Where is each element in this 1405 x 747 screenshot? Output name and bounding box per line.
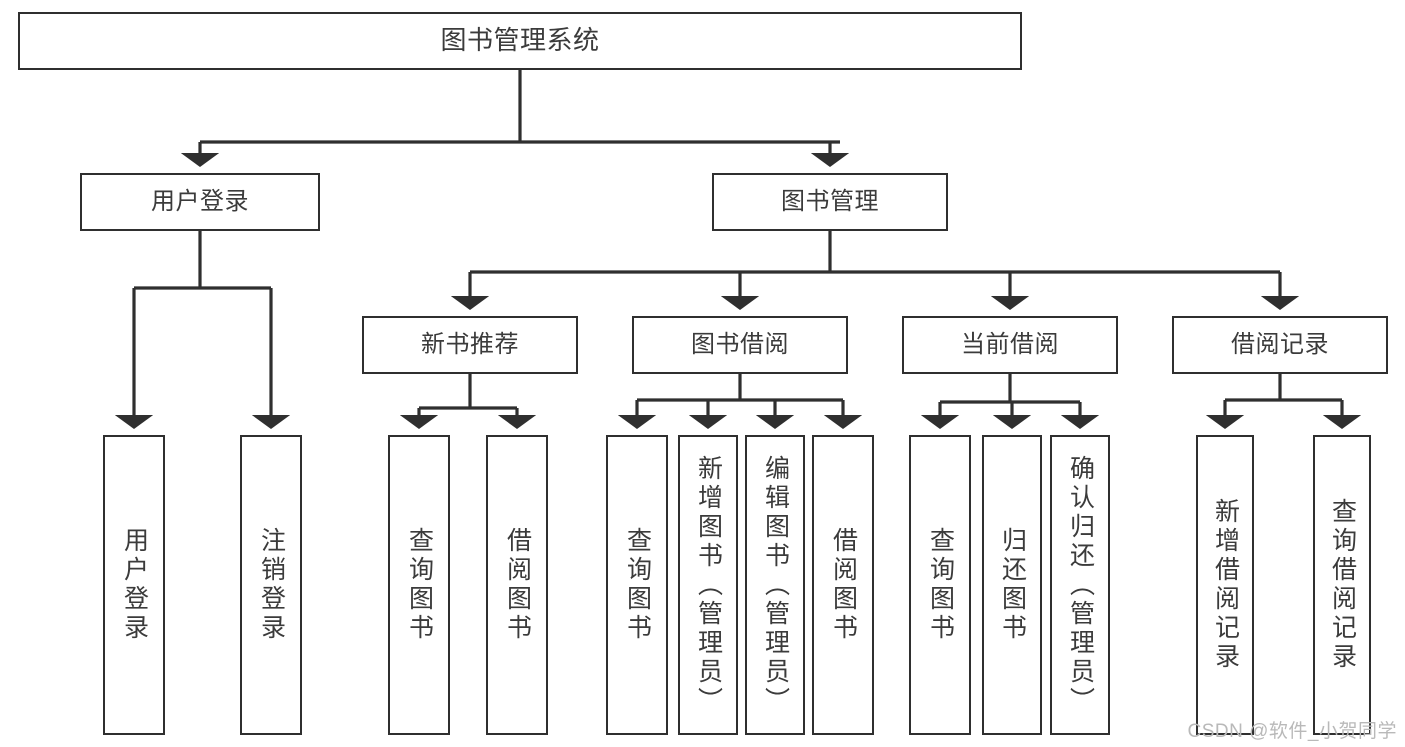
node-book-manage-label: 图书管理 [781, 188, 879, 216]
node-new-book-recommend-label: 新书推荐 [421, 331, 519, 359]
node-book-borrow-label: 图书借阅 [691, 331, 789, 359]
node-root[interactable]: 图书管理系统 [18, 12, 1022, 70]
node-leaf-borrow-book-label: 借阅图书 [829, 527, 858, 643]
node-leaf-confirm-return[interactable]: 确认归还（管理员） [1050, 435, 1110, 735]
node-user-login[interactable]: 用户登录 [80, 173, 320, 231]
node-leaf-borrow-book[interactable]: 借阅图书 [812, 435, 874, 735]
node-leaf-confirm-return-label: 确认归还（管理员） [1066, 454, 1095, 716]
node-borrow-record-label: 借阅记录 [1231, 331, 1329, 359]
node-leaf-user-logout[interactable]: 注销登录 [240, 435, 302, 735]
node-leaf-query-book-current[interactable]: 查询图书 [909, 435, 971, 735]
node-leaf-user-login[interactable]: 用户登录 [103, 435, 165, 735]
node-leaf-query-book-rec-label: 查询图书 [405, 527, 434, 643]
node-current-borrow-label: 当前借阅 [961, 331, 1059, 359]
node-user-login-label: 用户登录 [151, 188, 249, 216]
node-leaf-user-logout-label: 注销登录 [257, 527, 286, 643]
node-leaf-query-book-borrow-label: 查询图书 [623, 527, 652, 643]
node-leaf-borrow-book-rec-label: 借阅图书 [503, 527, 532, 643]
node-leaf-add-book[interactable]: 新增图书（管理员） [678, 435, 738, 735]
node-leaf-return-book-label: 归还图书 [998, 527, 1027, 643]
node-leaf-add-record[interactable]: 新增借阅记录 [1196, 435, 1254, 735]
watermark-text: CSDN @软件_小贺同学 [1187, 721, 1397, 742]
node-root-label: 图书管理系统 [440, 25, 600, 56]
node-leaf-edit-book[interactable]: 编辑图书（管理员） [745, 435, 805, 735]
node-leaf-return-book[interactable]: 归还图书 [982, 435, 1042, 735]
node-leaf-borrow-book-rec[interactable]: 借阅图书 [486, 435, 548, 735]
node-leaf-query-book-rec[interactable]: 查询图书 [388, 435, 450, 735]
node-new-book-recommend[interactable]: 新书推荐 [362, 316, 578, 374]
node-leaf-query-record-label: 查询借阅记录 [1328, 498, 1357, 672]
node-leaf-query-book-current-label: 查询图书 [926, 527, 955, 643]
node-book-manage[interactable]: 图书管理 [712, 173, 948, 231]
node-leaf-query-book-borrow[interactable]: 查询图书 [606, 435, 668, 735]
node-leaf-add-record-label: 新增借阅记录 [1211, 498, 1240, 672]
node-leaf-edit-book-label: 编辑图书（管理员） [761, 454, 790, 716]
node-borrow-record[interactable]: 借阅记录 [1172, 316, 1388, 374]
node-leaf-query-record[interactable]: 查询借阅记录 [1313, 435, 1371, 735]
node-leaf-add-book-label: 新增图书（管理员） [694, 454, 723, 716]
node-current-borrow[interactable]: 当前借阅 [902, 316, 1118, 374]
node-book-borrow[interactable]: 图书借阅 [632, 316, 848, 374]
node-leaf-user-login-label: 用户登录 [120, 527, 149, 643]
